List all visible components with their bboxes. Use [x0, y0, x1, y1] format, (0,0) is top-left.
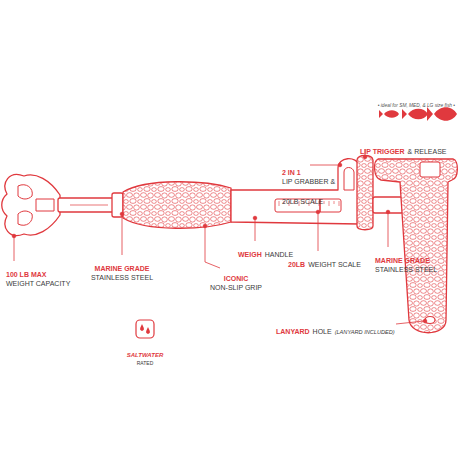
callout-label: & RELEASE — [408, 148, 447, 155]
callout-label: WEIGHT SCALE — [308, 261, 361, 268]
callout-label: LIP TRIGGER — [360, 148, 405, 155]
label-line: WEIGHHANDLE — [238, 242, 293, 262]
label-line: STAINLESS STEEL — [375, 257, 437, 277]
label-line: WEIGHT CAPACITY — [6, 271, 70, 291]
label-line: STAINLESS STEEL — [91, 265, 153, 285]
callout-label: (LANYARD INCLUDED) — [335, 329, 395, 335]
callout-label: 20LB — [288, 261, 305, 268]
callout-label: STAINLESS STEEL — [375, 266, 437, 273]
label-line: NON-SLIP GRIP — [210, 275, 262, 295]
label-line: LIP TRIGGER& RELEASE — [360, 139, 447, 159]
callout-label: • ideal for SM, MED, & LG size fish • — [378, 103, 455, 108]
callout-label: 2 IN 1 — [282, 169, 301, 176]
label-line: 20LBWEIGHT SCALE — [288, 252, 361, 272]
callout-label: 100 LB MAX — [6, 271, 46, 278]
callout-label: HANDLE — [265, 251, 293, 258]
label-line: SALTWATER — [127, 342, 163, 362]
callout-label: STAINLESS STEEL — [91, 274, 153, 281]
callout-label: MARINE GRADE — [95, 265, 150, 272]
callout-label: LANYARD — [276, 328, 310, 335]
callout-label: SALTWATER — [127, 352, 163, 358]
label-line: 2 IN 1 — [282, 160, 301, 180]
label-line: ICONIC — [224, 266, 249, 286]
callout-label: WEIGH — [238, 251, 262, 258]
callout-label: NON-SLIP GRIP — [210, 284, 262, 291]
callout-label: RATED — [137, 360, 154, 366]
label-line: • ideal for SM, MED, & LG size fish • — [378, 92, 455, 112]
label-line: MARINE GRADE — [375, 248, 430, 268]
callout-label: MARINE GRADE — [375, 257, 430, 264]
label-line: 100 LB MAX — [6, 262, 46, 282]
callout-label: LIP GRABBER & 20LB SCALE — [282, 178, 335, 205]
callout-label: ICONIC — [224, 275, 249, 282]
label-line: LANYARDHOLE(LANYARD INCLUDED) — [276, 319, 395, 339]
callout-label: WEIGHT CAPACITY — [6, 280, 70, 287]
label-line: LIP GRABBER & 20LB SCALE — [282, 169, 336, 209]
label-line: MARINE GRADE — [95, 256, 150, 276]
label-line: RATED — [137, 350, 154, 370]
callout-label: HOLE — [313, 328, 332, 335]
